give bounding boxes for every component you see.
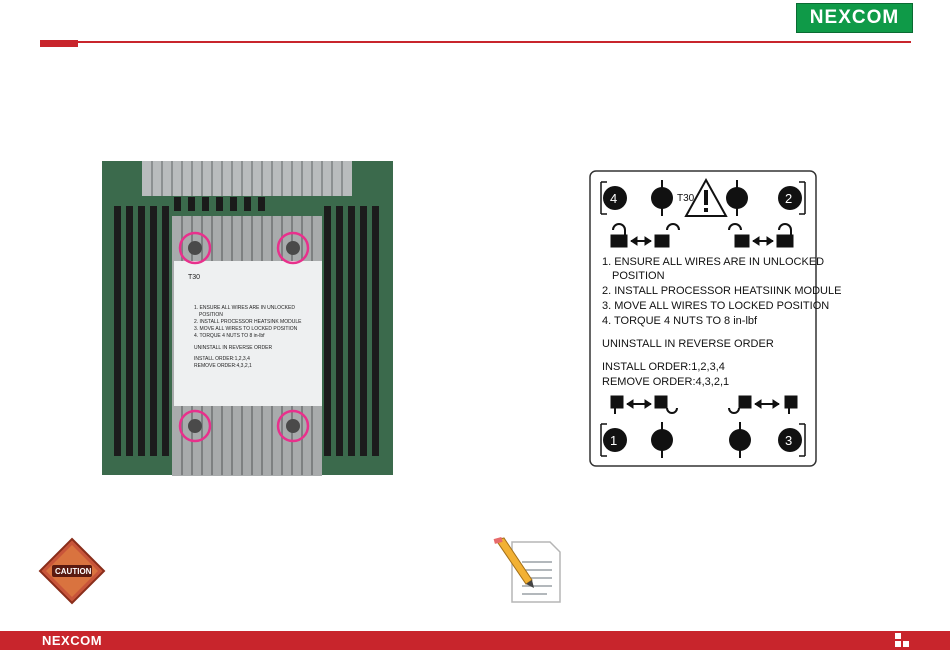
nut-3-icon: 3 [778, 423, 806, 457]
warning-icon [684, 177, 728, 217]
uninstall-text: UNINSTALL IN REVERSE ORDER [602, 338, 774, 350]
nut-4-icon: 4 [600, 181, 627, 215]
heatsink-photo: T30 1. ENSURE ALL WIRES ARE IN UNLOCKED … [102, 161, 393, 476]
lock-arrows-bottom [610, 395, 798, 414]
svg-text:2: 2 [785, 191, 792, 206]
svg-text:UNINSTALL IN REVERSE ORDER: UNINSTALL IN REVERSE ORDER [194, 345, 272, 351]
svg-text:4: 4 [610, 191, 617, 206]
svg-text:REMOVE ORDER:4,3,2,1: REMOVE ORDER:4,3,2,1 [194, 363, 252, 369]
instruction-1-cont: POSITION [612, 270, 665, 282]
svg-text:1: 1 [610, 433, 617, 448]
nexcom-logo: NEXCOM [796, 3, 913, 33]
svg-text:4. TORQUE 4 NUTS TO 8 in-lbf: 4. TORQUE 4 NUTS TO 8 in-lbf [194, 333, 265, 339]
footer-logo: NEXCOM [42, 633, 103, 648]
svg-text:POSITION: POSITION [199, 312, 223, 318]
header-rule [40, 41, 911, 43]
install-order: INSTALL ORDER:1,2,3,4 [602, 361, 725, 373]
instruction-4: 4. TORQUE 4 NUTS TO 8 in-lbf [602, 315, 758, 327]
caution-icon: CAUTION [38, 537, 106, 605]
instruction-1: 1. ENSURE ALL WIRES ARE IN UNLOCKED [602, 256, 824, 268]
instruction-2: 2. INSTALL PROCESSOR HEATSIINK MODULE [602, 285, 841, 297]
instruction-3: 3. MOVE ALL WIRES TO LOCKED POSITION [602, 300, 829, 312]
footer-bar [0, 631, 950, 650]
remove-order: REMOVE ORDER:4,3,2,1 [602, 376, 729, 388]
footer-squares-icon [895, 633, 911, 648]
nut-2-icon: 2 [778, 181, 806, 215]
nut-1-icon: 1 [600, 423, 627, 457]
svg-text:INSTALL ORDER:1,2,3,4: INSTALL ORDER:1,2,3,4 [194, 356, 250, 362]
svg-text:CAUTION: CAUTION [55, 567, 92, 576]
heatsink-label-diagram: 4 T30 2 [589, 170, 841, 467]
svg-text:3. MOVE ALL WIRES TO LOCKED PO: 3. MOVE ALL WIRES TO LOCKED POSITION [194, 326, 298, 332]
note-icon [492, 537, 562, 604]
header-rule-accent [40, 40, 78, 47]
torx-label: T30 [677, 193, 695, 204]
svg-text:3: 3 [785, 433, 792, 448]
svg-text:1. ENSURE ALL WIRES ARE IN UNL: 1. ENSURE ALL WIRES ARE IN UNLOCKED [194, 305, 295, 311]
svg-text:2. INSTALL PROCESSOR HEATSINK: 2. INSTALL PROCESSOR HEATSINK MODULE [194, 319, 302, 325]
lock-arrows-top [610, 223, 794, 248]
photo-torx-text: T30 [188, 274, 200, 281]
